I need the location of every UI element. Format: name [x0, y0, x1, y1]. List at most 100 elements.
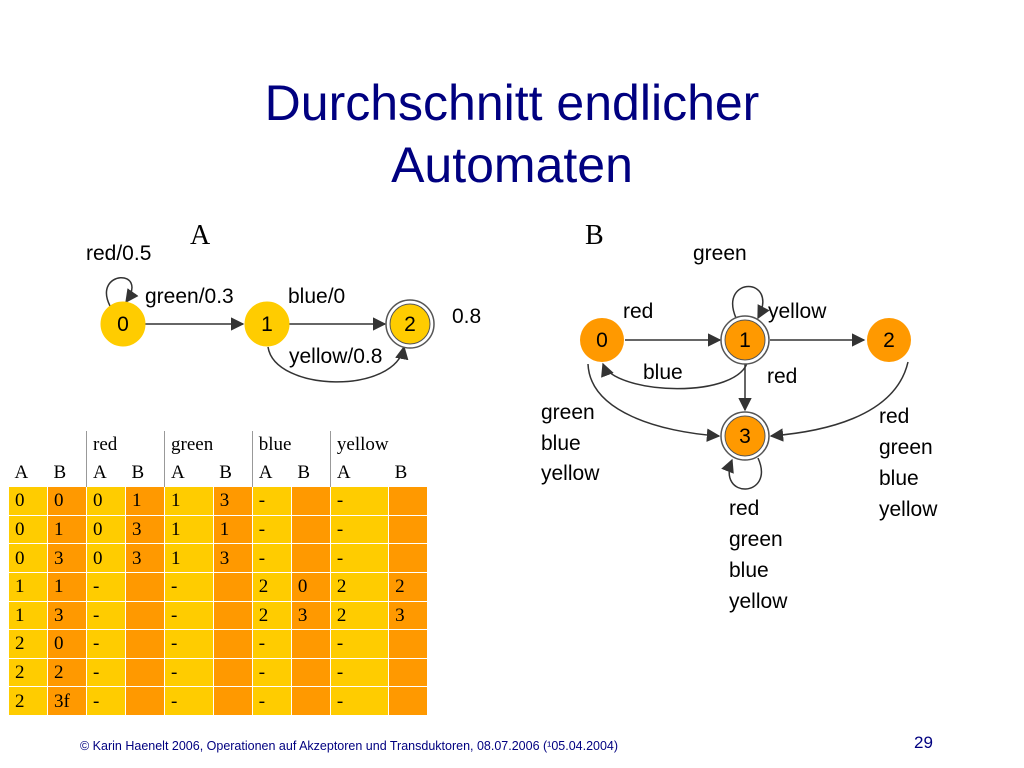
table-header-cell — [291, 431, 331, 459]
table-cell: - — [164, 686, 214, 716]
b-label-2-3-line: green — [879, 436, 933, 459]
table-header-cell — [8, 431, 48, 459]
a-edge-loop-0 — [105, 277, 139, 307]
a-state-0: 0 — [100, 301, 146, 347]
table-cell: 3 — [290, 600, 331, 631]
table-sub-header: A — [164, 458, 214, 487]
table-cell: - — [164, 629, 214, 659]
table-cell: 0 — [47, 486, 87, 516]
table-cell — [388, 543, 429, 573]
table-cell — [388, 486, 429, 516]
table-cell: 1 — [164, 514, 214, 545]
title-line-1: Durchschnitt endlicher — [264, 75, 760, 131]
b-label-loop-1: green — [693, 242, 747, 265]
table-cell: 0 — [290, 571, 331, 602]
table-cell: - — [251, 543, 292, 573]
table-cell — [290, 486, 331, 516]
table-cell: 3 — [47, 600, 87, 631]
b-edge-1-0 — [601, 359, 749, 390]
table-cell — [290, 657, 331, 688]
table-sub-header: B — [388, 458, 428, 487]
table-cell — [212, 686, 253, 716]
b-label-1-2: yellow — [768, 300, 827, 323]
table-header-cell — [213, 431, 253, 459]
b-state-2-label: 2 — [883, 329, 895, 352]
table-cell: - — [86, 686, 126, 716]
a-final-weight: 0.8 — [452, 305, 481, 328]
table-cell: 3 — [388, 600, 429, 631]
transition-table: red green blue yellow A B A B A B A B A … — [8, 431, 429, 716]
table-cell: - — [251, 514, 292, 545]
table-cell: 2 — [388, 571, 429, 602]
slide-title: Durchschnitt endlicher Automaten — [0, 72, 1024, 196]
table-cell — [212, 571, 253, 602]
b-label-loop-3-line: blue — [729, 559, 769, 582]
b-label-0-3-line: green — [541, 401, 595, 424]
table-cell: 1 — [164, 543, 214, 573]
a-label-0-1: green/0.3 — [145, 285, 234, 308]
table-group-header: red — [86, 431, 126, 459]
table-cell — [388, 657, 429, 688]
a-label-1-2: blue/0 — [288, 285, 345, 308]
a-state-1: 1 — [244, 301, 290, 347]
b-state-0-label: 0 — [596, 329, 608, 352]
table-cell — [125, 686, 165, 716]
b-label-2-3-line: yellow — [879, 498, 938, 521]
table-cell: 2 — [47, 657, 87, 688]
b-edge-2-3 — [769, 361, 909, 442]
b-label-loop-3: red green blue yellow — [729, 497, 788, 613]
table-cell — [212, 657, 253, 688]
table-group-header: blue — [251, 431, 292, 459]
table-cell: 1 — [164, 486, 214, 516]
b-label-1-3: red — [767, 365, 797, 388]
table-cell — [290, 686, 331, 716]
table-sub-header: A — [251, 458, 292, 487]
footer-copyright: © Karin Haenelt 2006, Operationen auf Ak… — [80, 739, 619, 753]
table-header-cell — [47, 431, 87, 459]
b-label-loop-3-line: red — [729, 497, 759, 520]
table-cell: 0 — [86, 543, 126, 573]
table-cell — [290, 543, 331, 573]
b-state-1: 1 — [720, 315, 770, 365]
b-label-2-3: red green blue yellow — [879, 405, 938, 521]
table-cell: 0 — [86, 486, 126, 516]
table-cell: - — [86, 600, 126, 631]
table-cell: 2 — [8, 629, 48, 659]
b-edge-0-3 — [587, 363, 721, 442]
table-sub-header-row: A B A B A B A B A B — [8, 458, 428, 487]
b-state-3: 3 — [720, 411, 770, 461]
table-cell: 3 — [212, 543, 253, 573]
table-cell: - — [251, 486, 292, 516]
b-state-3-label: 3 — [739, 425, 751, 448]
table-cell: 2 — [251, 600, 292, 631]
table-group-header: green — [164, 431, 214, 459]
table-cell: 3 — [47, 543, 87, 573]
table-cell: 1 — [8, 600, 48, 631]
table-cell: - — [86, 629, 126, 659]
b-label-0-1: red — [623, 300, 653, 323]
table-cell: 0 — [47, 629, 87, 659]
table-cell: - — [164, 657, 214, 688]
table-cell — [212, 629, 253, 659]
table-cell: 1 — [125, 486, 165, 516]
table-cell — [290, 514, 331, 545]
table-cell: - — [251, 629, 292, 659]
table-cell: - — [164, 600, 214, 631]
table-cell: 2 — [329, 571, 390, 602]
b-label-2-3-line: blue — [879, 467, 919, 490]
b-state-1-label: 1 — [739, 329, 751, 352]
table-cell: 1 — [47, 514, 87, 545]
table-sub-header: A — [329, 458, 389, 487]
b-label-loop-3-line: green — [729, 528, 783, 551]
table-sub-header: B — [125, 458, 165, 487]
table-cell — [388, 514, 429, 545]
b-state-2: 2 — [867, 318, 911, 362]
table-cell — [388, 629, 429, 659]
